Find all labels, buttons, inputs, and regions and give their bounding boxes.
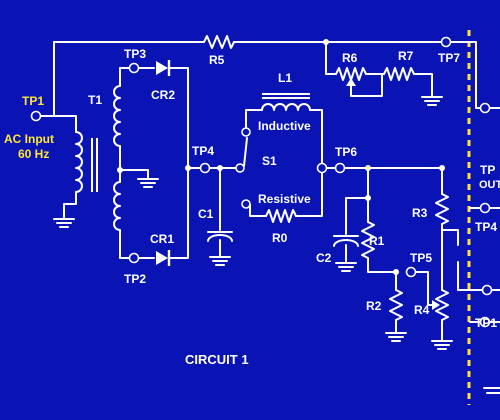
label-c1: C1 xyxy=(198,207,214,221)
test-point-edge-top[interactable] xyxy=(479,102,491,114)
test-point-tp2[interactable] xyxy=(128,252,140,264)
top-bus xyxy=(35,41,471,117)
inductor-l1 xyxy=(245,93,323,169)
label-resistive: Resistive xyxy=(258,192,311,206)
label-l1: L1 xyxy=(278,71,292,85)
label-r7: R7 xyxy=(398,49,414,63)
lower-rail xyxy=(119,167,189,259)
resistor-r2 xyxy=(385,271,407,342)
test-point-edge-tp4[interactable] xyxy=(479,202,491,214)
diagram-title: CIRCUIT 1 xyxy=(185,352,249,367)
test-point-tp7[interactable] xyxy=(440,36,452,48)
junction-center-tap xyxy=(117,167,123,173)
label-cr1: CR1 xyxy=(150,232,174,246)
test-point-tp1[interactable] xyxy=(30,110,42,122)
label-s1: S1 xyxy=(262,154,277,168)
test-point-tp5[interactable] xyxy=(405,266,417,278)
label-r3: R3 xyxy=(412,206,428,220)
potentiometer-r4 xyxy=(415,271,453,350)
diode-cr1 xyxy=(156,250,171,266)
test-point-tp4[interactable] xyxy=(199,162,211,174)
test-point-edge-tp1[interactable] xyxy=(479,316,491,328)
resistor-r7 xyxy=(383,67,433,97)
label-tp7: TP7 xyxy=(438,51,460,65)
switch-s1[interactable] xyxy=(235,127,251,209)
label-t1: T1 xyxy=(88,93,102,107)
test-point-tp3[interactable] xyxy=(128,62,140,74)
label-r5: R5 xyxy=(209,53,225,67)
junction-rectifier xyxy=(185,165,191,171)
test-point-edge-mid[interactable] xyxy=(481,284,493,296)
ground-r7 xyxy=(421,96,443,106)
potentiometer-r6 xyxy=(325,41,385,97)
resistor-r0 xyxy=(249,167,323,223)
test-point-tp6-left[interactable] xyxy=(316,162,328,174)
label-cr2: CR2 xyxy=(151,88,175,102)
resistor-r1 xyxy=(361,221,397,273)
junction-c1 xyxy=(217,165,223,171)
junction-c2 xyxy=(365,195,371,201)
test-point-tp6[interactable] xyxy=(334,162,346,174)
label-tp3: TP3 xyxy=(124,47,146,61)
junction-r3 xyxy=(439,165,445,171)
diode-cr2 xyxy=(156,60,171,76)
resistor-r5 xyxy=(203,35,235,49)
label-tp4: TP4 xyxy=(192,144,214,158)
label-edge-out: OUT xyxy=(479,179,500,191)
label-r0: R0 xyxy=(272,231,288,245)
label-edge-tp4: TP4 xyxy=(475,220,497,234)
tp4-node xyxy=(187,167,239,266)
label-r1: R1 xyxy=(369,234,385,248)
label-edge-tp-top: TP xyxy=(480,163,495,177)
label-tp5: TP5 xyxy=(410,251,432,265)
ac-input-label: AC Input xyxy=(4,132,54,146)
label-tp1: TP1 xyxy=(22,94,44,108)
label-edge-tp1: TP1 xyxy=(475,316,497,330)
ac-frequency-label: 60 Hz xyxy=(18,147,49,161)
junction-tp6 xyxy=(365,165,371,171)
resistor-r3 xyxy=(435,193,449,291)
junction-r6 xyxy=(323,39,329,45)
label-r6: R6 xyxy=(342,51,358,65)
label-r2: R2 xyxy=(366,299,382,313)
junction-r1-r2 xyxy=(393,269,399,275)
label-tp6: TP6 xyxy=(335,145,357,159)
ground-primary xyxy=(53,218,75,228)
label-r4: R4 xyxy=(414,303,430,317)
label-inductive: Inductive xyxy=(258,119,311,133)
label-c2: C2 xyxy=(316,251,332,265)
upper-rail xyxy=(119,67,189,169)
label-tp2: TP2 xyxy=(124,272,146,286)
transformer-t1 xyxy=(53,79,159,243)
